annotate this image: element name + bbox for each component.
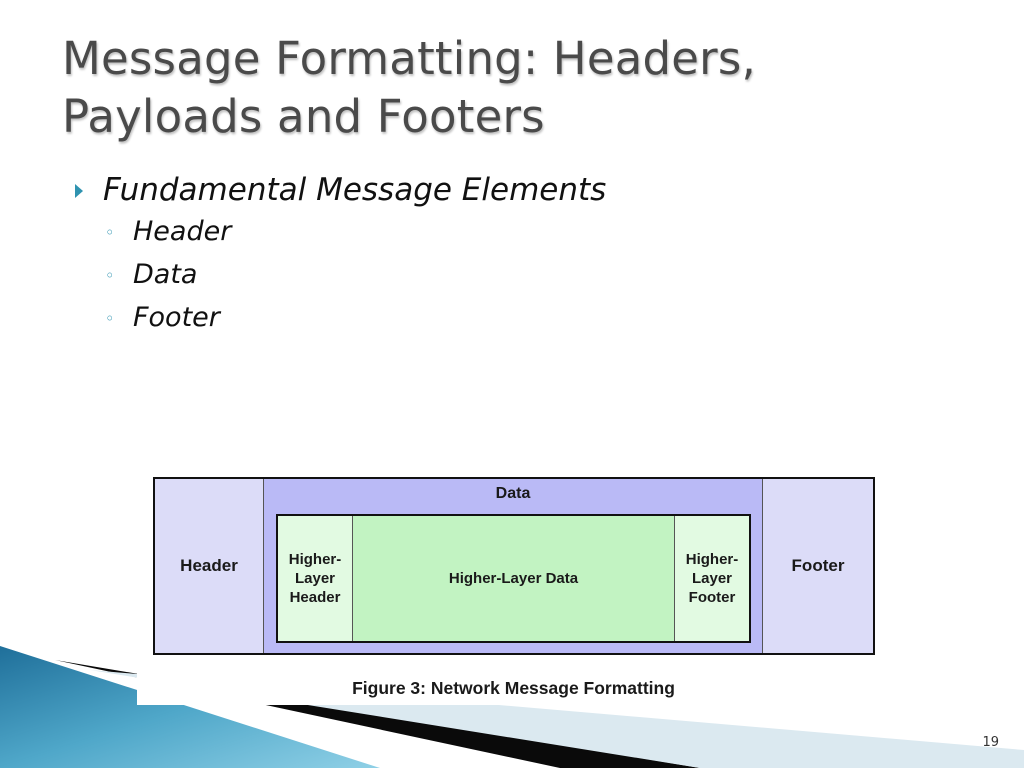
slide-title: Message Formatting: Headers, Payloads an…: [62, 30, 962, 146]
higher-layer-header-cell: Higher- Layer Header: [278, 516, 353, 641]
title-line-2: Payloads and Footers: [62, 90, 545, 143]
header-cell: Header: [155, 479, 264, 653]
bullet-fundamental-elements: Fundamental Message Elements: [75, 170, 606, 210]
figure-caption: Figure 3: Network Message Formatting: [352, 678, 675, 698]
higher-layer-header-line3: Header: [289, 589, 341, 606]
sub-bullet-text: Header: [133, 216, 232, 247]
data-label: Data: [495, 485, 531, 502]
footer-label: Footer: [791, 556, 845, 575]
bullet-text: Fundamental Message Elements: [103, 172, 607, 208]
higher-layer-message: Higher- Layer Header Higher-Layer Data H…: [276, 514, 751, 643]
higher-layer-data-label: Higher-Layer Data: [448, 570, 579, 587]
bullet-list: Fundamental Message Elements ◦ Header ◦ …: [75, 170, 606, 339]
higher-layer-footer-cell: Higher- Layer Footer: [674, 516, 749, 641]
message-format-diagram: Header Data Higher- Layer Header Higher-…: [153, 477, 875, 655]
sub-bullet-data: ◦ Data: [105, 253, 606, 296]
triangle-bullet-icon: [75, 184, 83, 198]
page-number: 19: [982, 735, 999, 750]
higher-layer-data-cell: Higher-Layer Data: [353, 516, 674, 641]
higher-layer-footer-line1: Higher-: [685, 551, 739, 568]
higher-layer-header-line1: Higher-: [288, 551, 342, 568]
higher-layer-header-line2: Layer: [294, 570, 336, 587]
footer-cell: Footer: [762, 479, 873, 653]
sub-bullet-text: Footer: [133, 302, 220, 333]
header-label: Header: [180, 556, 238, 575]
sub-bullet-list: ◦ Header ◦ Data ◦ Footer: [105, 210, 606, 339]
sub-bullet-footer: ◦ Footer: [105, 296, 606, 339]
title-line-1: Message Formatting: Headers,: [62, 32, 757, 85]
higher-layer-footer-line2: Layer: [691, 570, 733, 587]
blue-swoosh-shape: [0, 646, 380, 768]
data-cell: Data Higher- Layer Header Higher-Layer D…: [264, 479, 762, 653]
circle-bullet-icon: ◦: [105, 266, 115, 285]
higher-layer-footer-line3: Footer: [688, 589, 736, 606]
circle-bullet-icon: ◦: [105, 309, 115, 328]
sub-bullet-header: ◦ Header: [105, 210, 606, 253]
circle-bullet-icon: ◦: [105, 223, 115, 242]
sub-bullet-text: Data: [133, 259, 198, 290]
